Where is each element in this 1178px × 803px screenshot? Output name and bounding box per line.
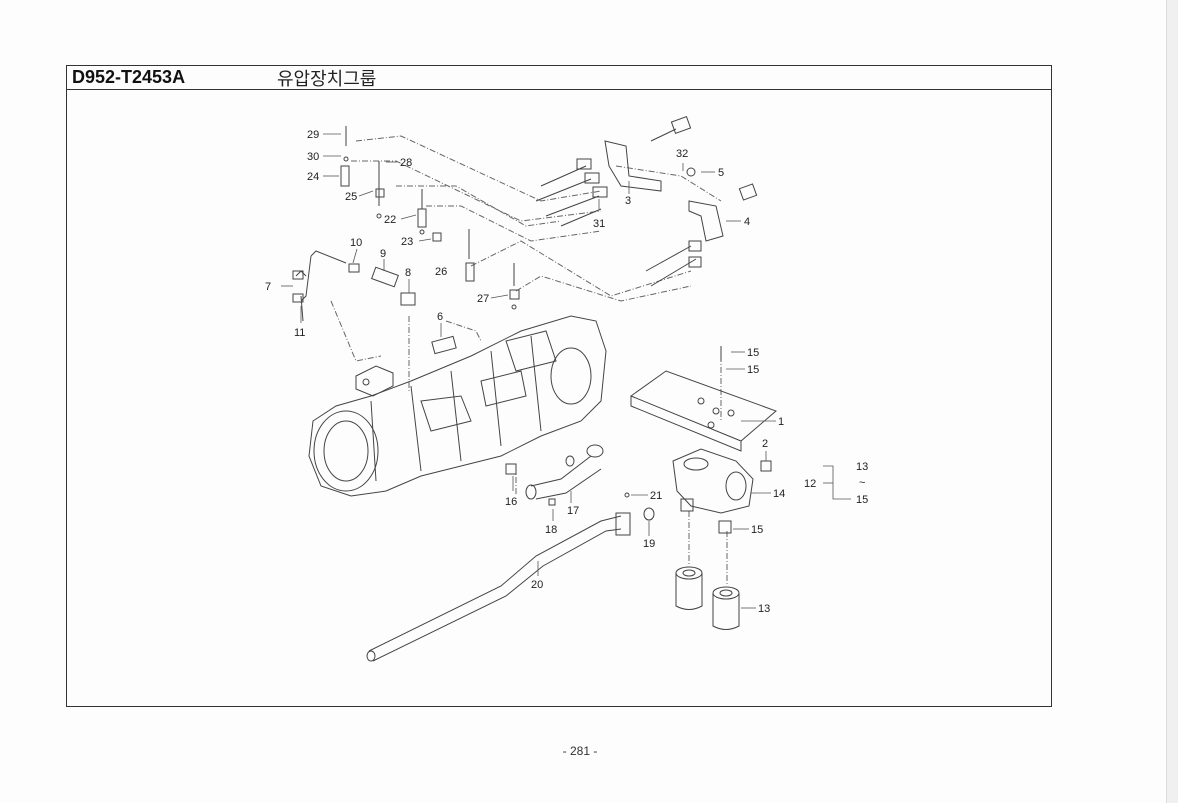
routing-lines xyxy=(330,135,728,586)
callout-14-visible: 14 xyxy=(773,488,785,500)
transmission-housing xyxy=(308,315,607,497)
parts-diagram-frame: D952-T2453A 유압장치그룹 xyxy=(66,65,1052,707)
callout-3: 3 xyxy=(625,195,631,207)
group-title: 유압장치그룹 xyxy=(277,69,377,90)
callout-1: 1 xyxy=(778,416,784,428)
callout-23: 21 xyxy=(650,490,662,502)
fitting-6 xyxy=(431,335,457,355)
oil-filters-13 xyxy=(675,566,740,630)
callout-10: 10 xyxy=(350,237,362,249)
callout-26: 24 xyxy=(307,171,319,183)
callout-33: 31 xyxy=(593,218,605,230)
callout-30: 28 xyxy=(400,157,412,169)
part-code: D952-T2453A xyxy=(72,67,186,87)
callout-7: 7 xyxy=(265,281,271,293)
callout-15: 15 xyxy=(751,524,763,536)
callout-4: 4 xyxy=(744,216,750,228)
small-fittings xyxy=(340,126,520,310)
filter-head-14 xyxy=(672,346,772,534)
callout-2: 2 xyxy=(762,438,768,450)
pipe-19 xyxy=(505,444,604,500)
callout-18: 16 xyxy=(505,496,517,508)
callout-6: 6 xyxy=(437,311,443,323)
callout-9: 9 xyxy=(380,248,386,260)
callout-20: 18 xyxy=(545,524,557,536)
callout-31: 29 xyxy=(307,129,319,141)
mounting-plate-1 xyxy=(629,370,777,452)
callout-13: 13 xyxy=(758,603,770,615)
pipe-fitting-7 xyxy=(295,250,347,322)
callout-16: 15 xyxy=(747,347,759,359)
callout-22: 20 xyxy=(531,579,543,591)
bracket-3-assembly xyxy=(535,115,692,227)
callout-11: 11 xyxy=(294,327,305,339)
coupler-9 xyxy=(371,266,399,288)
callout-labels: 29 30 24 25 28 22 23 26 27 10 9 8 7 6 11… xyxy=(265,129,868,615)
callout-32: 30 xyxy=(307,151,319,163)
callout-25: 23 xyxy=(401,236,413,248)
callout-5: 5 xyxy=(718,167,724,179)
callout-17: 15 xyxy=(747,364,759,376)
page-number: - 281 - xyxy=(562,744,598,758)
bracket-4-assembly xyxy=(645,167,758,287)
page-edge xyxy=(1166,0,1178,803)
callout-19: 17 xyxy=(567,505,579,517)
callout-12: 12 xyxy=(804,478,816,490)
callout-28: 26 xyxy=(435,266,447,278)
suction-pipe-22 xyxy=(366,492,655,662)
header-bar: D952-T2453A 유압장치그룹 xyxy=(67,66,1051,90)
leader-lines xyxy=(281,133,851,609)
callout-27: 25 xyxy=(345,191,357,203)
callout-24: 22 xyxy=(384,214,396,226)
valve-block xyxy=(355,365,394,397)
exploded-view-diagram: 29 30 24 25 28 22 23 26 27 10 9 8 7 6 11… xyxy=(265,115,868,662)
callout-15-range-end: 15 xyxy=(856,494,868,506)
callout-29: 27 xyxy=(477,293,489,305)
callout-13-range: 13 xyxy=(856,461,868,473)
callout-8: 8 xyxy=(405,267,411,279)
callout-34: 32 xyxy=(676,148,688,160)
range-tilde: ~ xyxy=(859,477,865,489)
callout-21: 19 xyxy=(643,538,655,550)
